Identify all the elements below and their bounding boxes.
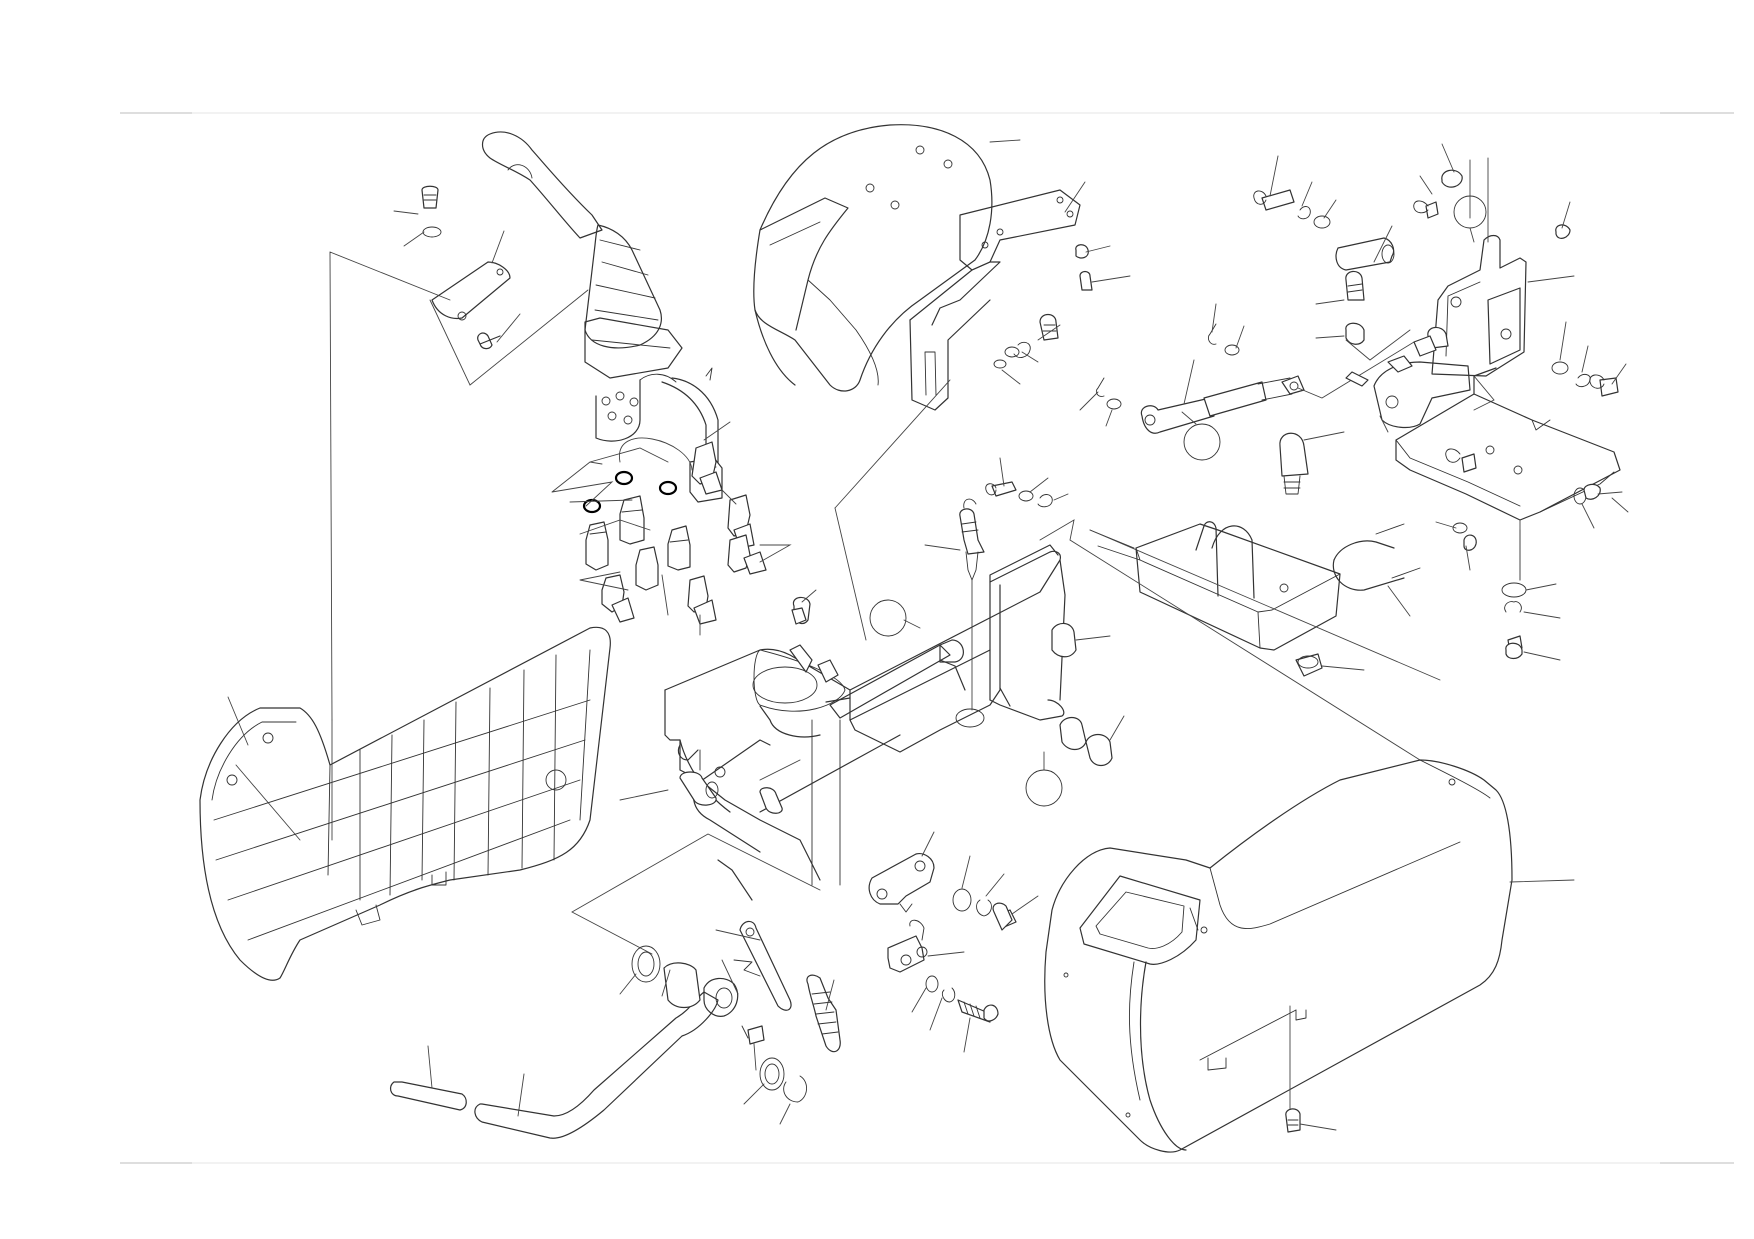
joystick-lever	[481, 131, 723, 503]
right-armrest-console	[1044, 759, 1575, 1153]
pivot-bushings	[679, 589, 1125, 814]
mid-linkage-plate	[868, 831, 1039, 1053]
long-leaders	[1039, 519, 1441, 761]
right-top-fasteners	[1253, 143, 1627, 397]
armrest-cushion-left	[753, 124, 1021, 392]
hydraulic-fittings	[551, 421, 792, 636]
joystick-bracket-plate	[329, 185, 589, 721]
frame-rules	[120, 112, 1734, 1164]
bottom-screw-right	[1285, 1108, 1337, 1133]
ubolt-and-plate	[1089, 431, 1629, 677]
console-box-frame	[619, 489, 1066, 901]
lower-linkage	[389, 833, 841, 1139]
left-side-cover-panel	[199, 626, 611, 981]
right-lever-bracket	[1345, 157, 1621, 581]
gas-spring	[1079, 303, 1415, 461]
armrest-bracket	[834, 181, 1131, 641]
center-fasteners	[791, 457, 1069, 711]
